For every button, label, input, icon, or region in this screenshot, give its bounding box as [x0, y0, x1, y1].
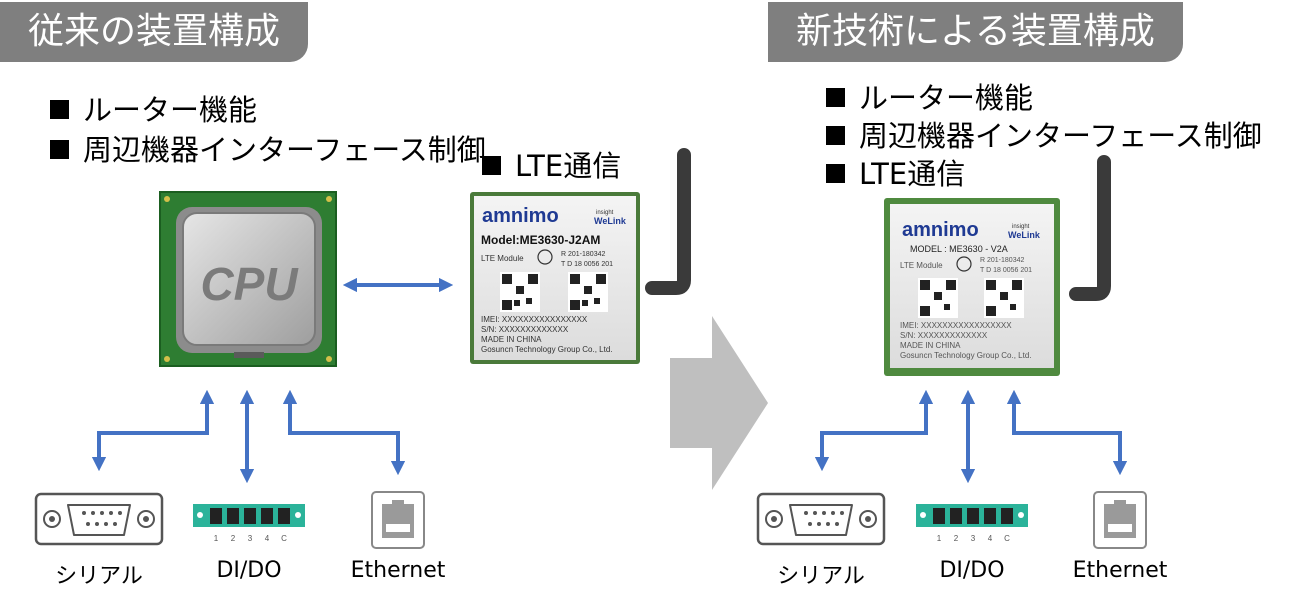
port-label-dido: DI/DO	[939, 558, 1005, 583]
bullet-square-icon	[826, 126, 845, 145]
port-label-serial: シリアル	[55, 564, 143, 589]
left-title: 従来の装置構成	[0, 2, 309, 62]
terminal-number: 2	[954, 534, 959, 543]
bullet-square-icon	[50, 140, 69, 159]
right-feature-lte: LTE通信	[826, 156, 965, 192]
qr-code-icon	[500, 272, 540, 312]
serial-port-icon	[34, 492, 164, 546]
module-imei: IMEI: XXXXXXXXXXXXXXXX	[481, 315, 588, 324]
cpu-chip-icon: CPU	[159, 191, 337, 367]
port-label-ethernet: Ethernet	[1072, 558, 1168, 583]
terminal-number: 1	[937, 534, 942, 543]
module-brand-sub: WeLink	[1008, 230, 1041, 240]
transition-arrow-icon	[670, 316, 768, 490]
port-label-dido: DI/DO	[216, 558, 282, 583]
terminal-number: C	[281, 534, 287, 543]
module-brand: amnimo	[482, 205, 559, 227]
terminal-number: 4	[265, 534, 270, 543]
bullet-square-icon	[826, 88, 845, 107]
module-lte-label: LTE Module	[900, 261, 943, 270]
module-lte-label: LTE Module	[481, 254, 524, 263]
module-imei: IMEI: XXXXXXXXXXXXXXXXX	[900, 321, 1012, 330]
module-sn: S/N: XXXXXXXXXXXXX	[481, 325, 569, 334]
cert-mark-icon	[537, 249, 553, 265]
antenna-icon	[1069, 155, 1111, 301]
ethernet-port-icon	[1093, 491, 1147, 549]
port-label-serial: シリアル	[777, 564, 865, 589]
qr-code-icon	[568, 272, 608, 312]
bullet-square-icon	[50, 100, 69, 119]
right-feature-peripheral: 周辺機器インターフェース制御	[826, 118, 1262, 154]
module-model: Model:ME3630-J2AM	[481, 233, 600, 247]
module-cert-t: T D 18 0056 201	[561, 261, 613, 268]
lte-module-right: amnimo insight WeLink MODEL : ME3630 - V…	[884, 198, 1060, 376]
qr-code-icon	[984, 278, 1024, 318]
module-cert-t: T D 18 0056 201	[980, 267, 1032, 274]
module-maker: Gosuncn Technology Group Co., Ltd.	[900, 351, 1032, 360]
connection-arrows-right	[814, 389, 1128, 484]
cert-mark-icon	[956, 256, 972, 272]
terminal-number: C	[1004, 534, 1010, 543]
module-brand-sub: WeLink	[594, 216, 627, 226]
module-brand: amnimo	[902, 219, 979, 241]
left-feature-router: ルーター機能	[50, 92, 257, 128]
right-title: 新技術による装置構成	[768, 2, 1183, 62]
module-model: MODEL : ME3630 - V2A	[910, 244, 1008, 254]
qr-code-icon	[918, 278, 958, 318]
terminal-number: 3	[971, 534, 976, 543]
module-cert-r: R 201-180342	[561, 251, 605, 258]
lte-module-left: amnimo insight WeLink Model:ME3630-J2AM …	[470, 192, 640, 364]
module-maker: Gosuncn Technology Group Co., Ltd.	[481, 345, 613, 354]
terminal-number: 2	[231, 534, 236, 543]
terminal-block-icon: 1 2 3 4 C	[193, 504, 305, 543]
left-feature-peripheral: 周辺機器インターフェース制御	[50, 132, 486, 168]
module-cert-r: R 201-180342	[980, 257, 1024, 264]
serial-port-icon	[756, 492, 886, 546]
module-brand-sup: insight	[596, 210, 614, 216]
terminal-number: 1	[214, 534, 219, 543]
right-feature-router: ルーター機能	[826, 80, 1033, 116]
terminal-number: 4	[988, 534, 993, 543]
port-label-ethernet: Ethernet	[350, 558, 446, 583]
cpu-label: CPU	[200, 258, 299, 310]
bullet-square-icon	[826, 164, 845, 183]
antenna-icon	[645, 148, 691, 295]
connection-arrows-left	[91, 389, 406, 484]
module-sn: S/N: XXXXXXXXXXXXX	[900, 331, 988, 340]
left-feature-lte: LTE通信	[482, 148, 621, 184]
terminal-number: 3	[248, 534, 253, 543]
module-brand-sup: insight	[1012, 224, 1030, 230]
terminal-block-icon: 1 2 3 4 C	[916, 504, 1028, 543]
module-made-in: MADE IN CHINA	[481, 335, 542, 344]
module-made-in: MADE IN CHINA	[900, 341, 961, 350]
ethernet-port-icon	[371, 491, 425, 549]
bullet-square-icon	[482, 156, 501, 175]
